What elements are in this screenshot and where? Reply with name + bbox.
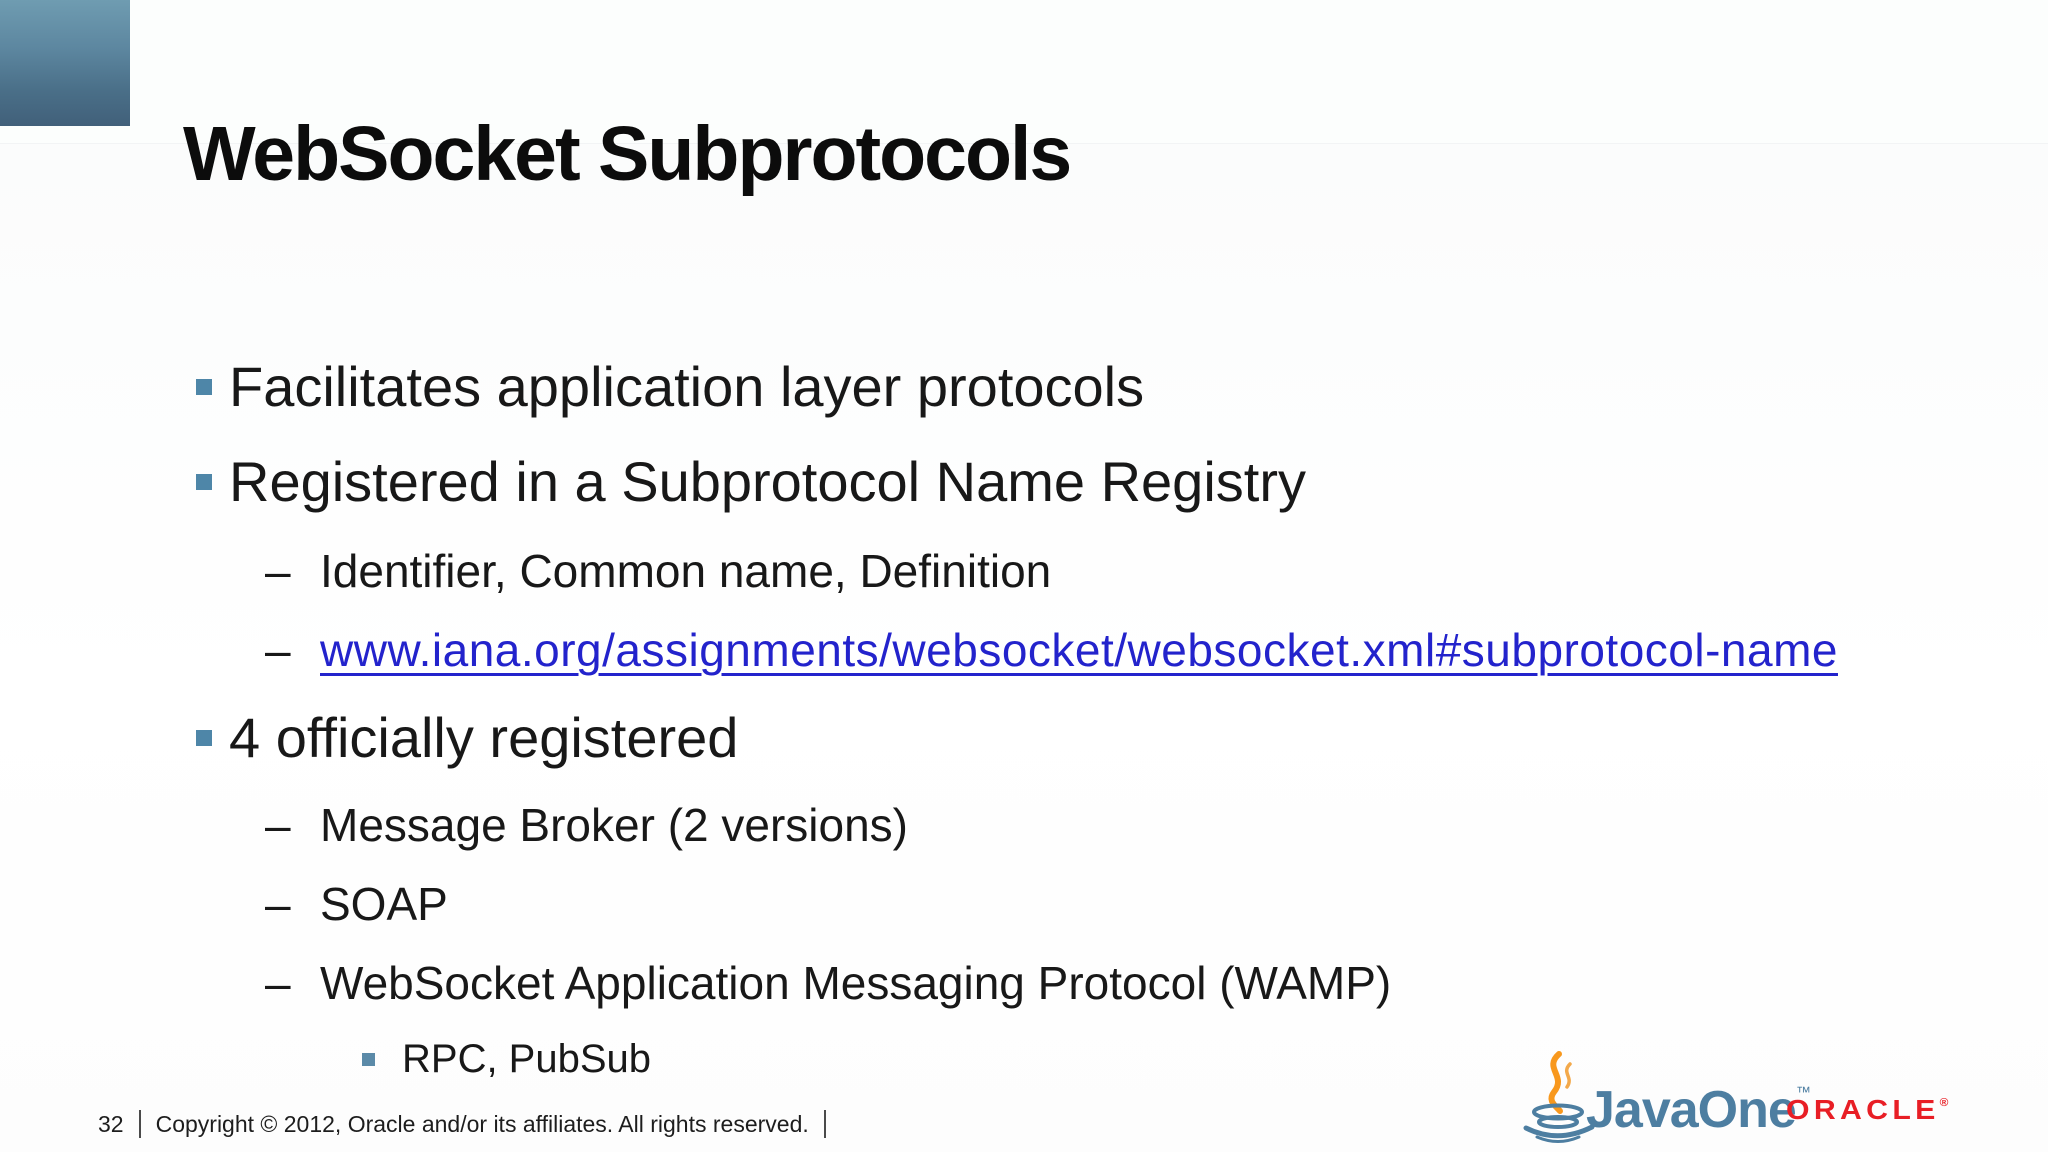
dash-marker-icon: – <box>265 545 291 597</box>
slide-title: WebSocket Subprotocols <box>183 110 1072 197</box>
header-band <box>0 0 2048 144</box>
oracle-logo: ORACLE® <box>1786 1094 1948 1126</box>
bullet-text: Registered in a Subprotocol Name Registr… <box>229 450 1306 513</box>
sub-bullet-text: WebSocket Application Messaging Protocol… <box>320 957 1392 1009</box>
bullet-item: 4 officially registered <box>196 705 738 771</box>
dash-marker-icon: – <box>265 624 291 676</box>
sub-bullet-text: SOAP <box>320 878 448 930</box>
sub-bullet-text: Message Broker (2 versions) <box>320 799 908 851</box>
javaone-wordmark: JavaOne™ <box>1586 1084 1811 1136</box>
sub-bullet-item: – Identifier, Common name, Definition <box>265 543 1051 599</box>
dash-marker-icon: – <box>265 957 291 1009</box>
bullet-square-icon <box>196 730 212 746</box>
corner-accent <box>0 0 130 126</box>
bullet-square-icon <box>196 379 212 395</box>
trademark-symbol: ™ <box>1795 1084 1811 1101</box>
bullet-square-icon <box>362 1052 375 1066</box>
footer-divider <box>823 1110 826 1138</box>
javaone-logo: JavaOne™ <box>1516 1048 1811 1146</box>
oracle-wordmark-text: ORACLE <box>1786 1094 1940 1125</box>
page-number: 32 <box>98 1110 124 1137</box>
dash-marker-icon: – <box>265 878 291 930</box>
slide-footer: 32 Copyright © 2012, Oracle and/or its a… <box>98 1110 826 1138</box>
sub-bullet-item: – www.iana.org/assignments/websocket/web… <box>265 622 1838 678</box>
dash-marker-icon: – <box>265 799 291 851</box>
sub-bullet-text: Identifier, Common name, Definition <box>320 545 1052 597</box>
java-cup-icon <box>1523 1051 1595 1143</box>
bullet-item: Facilitates application layer protocols <box>196 354 1144 420</box>
bullet-text: 4 officially registered <box>229 706 739 769</box>
bullet-square-icon <box>196 474 212 490</box>
javaone-wordmark-text: JavaOne <box>1586 1081 1797 1139</box>
sub-sub-bullet-text: RPC, PubSub <box>402 1037 652 1081</box>
footer-divider <box>138 1110 141 1138</box>
iana-registry-link[interactable]: www.iana.org/assignments/websocket/webso… <box>320 624 1838 676</box>
sub-bullet-item: – SOAP <box>265 876 448 932</box>
registered-symbol: ® <box>1939 1097 1949 1109</box>
sub-bullet-item: – Message Broker (2 versions) <box>265 797 908 853</box>
bullet-item: Registered in a Subprotocol Name Registr… <box>196 449 1306 515</box>
copyright-text: Copyright © 2012, Oracle and/or its affi… <box>155 1110 809 1137</box>
bullet-text: Facilitates application layer protocols <box>229 355 1145 418</box>
sub-sub-bullet-item: RPC, PubSub <box>362 1034 651 1084</box>
sub-bullet-item: – WebSocket Application Messaging Protoc… <box>265 955 1391 1011</box>
